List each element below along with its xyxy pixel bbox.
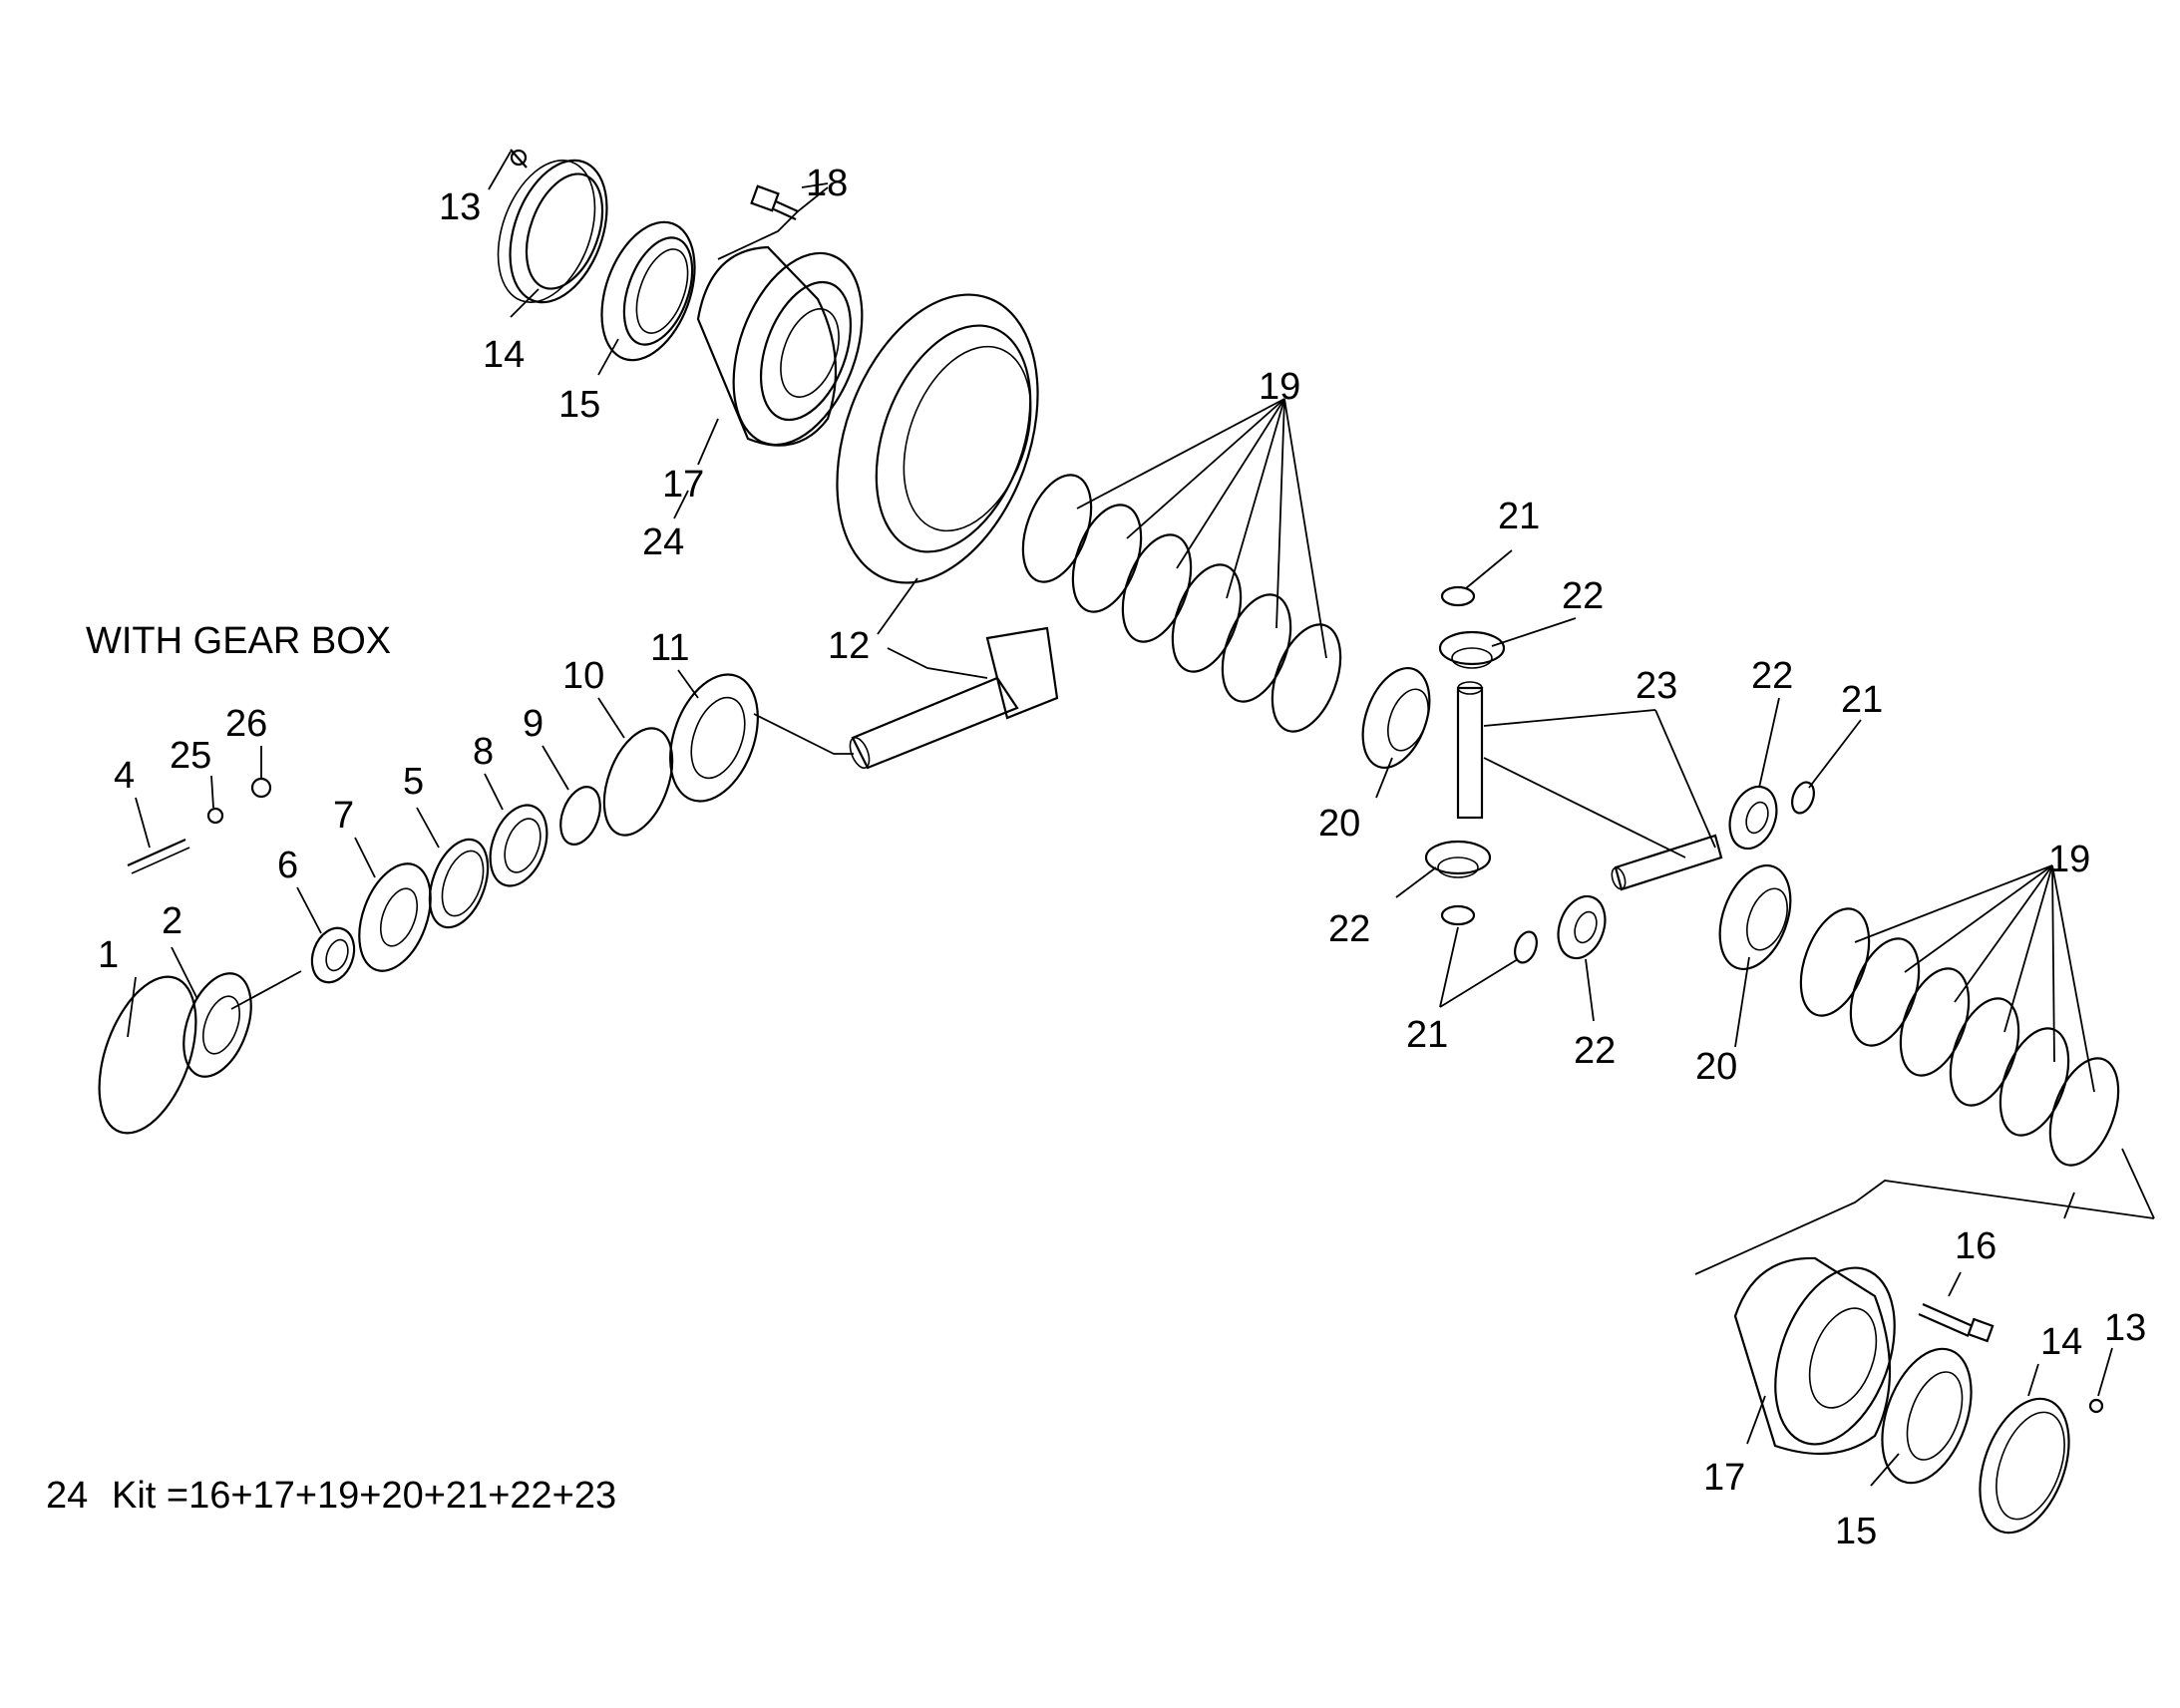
part-13-screw-bottom bbox=[2088, 1398, 2104, 1414]
part-21-washer-right bbox=[1791, 781, 1815, 815]
callout-22-bottom: 22 bbox=[1574, 1030, 1616, 1072]
callout-20-bottom: 20 bbox=[1695, 1046, 1737, 1088]
callout-8: 8 bbox=[473, 731, 494, 773]
callout-18: 18 bbox=[806, 163, 848, 204]
part-12-ring-gear bbox=[836, 293, 1039, 584]
part-15-bearing-top bbox=[600, 220, 696, 362]
callout-14-bottom: 14 bbox=[2040, 1321, 2082, 1363]
callout-13-top: 13 bbox=[439, 186, 481, 228]
part-21-washer-bottom-left bbox=[1440, 904, 1476, 926]
part-23-cross-shaft-horizontal bbox=[1611, 834, 1723, 891]
part-25-nut bbox=[206, 807, 224, 825]
part-19-friction-discs-top bbox=[1021, 474, 1342, 733]
part-8-spacer bbox=[489, 804, 548, 887]
callout-21-bottom: 21 bbox=[1406, 1014, 1448, 1056]
callout-21-right: 21 bbox=[1841, 679, 1883, 721]
callout-5: 5 bbox=[403, 761, 424, 803]
callout-4: 4 bbox=[114, 755, 135, 797]
callout-11: 11 bbox=[650, 627, 689, 669]
callout-10: 10 bbox=[562, 655, 604, 697]
callout-22-right: 22 bbox=[1751, 655, 1793, 697]
part-17-differential-case-top bbox=[696, 245, 864, 447]
part-2-bearing bbox=[182, 972, 252, 1078]
part-7-bearing bbox=[358, 862, 432, 972]
part-16-bolt bbox=[1918, 1302, 1995, 1343]
part-22-pinion-bottom bbox=[1557, 894, 1607, 960]
callout-14-top: 14 bbox=[483, 334, 525, 376]
part-14-adjusting-ring-top bbox=[497, 159, 608, 304]
callout-17-top: 17 bbox=[662, 464, 704, 506]
callout-20-top: 20 bbox=[1318, 803, 1360, 845]
callout-9: 9 bbox=[523, 703, 544, 745]
part-23-cross-shaft-vertical bbox=[1456, 681, 1484, 820]
callout-22-top: 22 bbox=[1562, 575, 1604, 617]
part-10-shim bbox=[602, 727, 674, 837]
part-6-nut bbox=[310, 926, 356, 984]
with-gear-box-note: WITH GEAR BOX bbox=[86, 620, 391, 662]
part-17-differential-case-bottom bbox=[1733, 1256, 1896, 1456]
callout-12: 12 bbox=[828, 625, 870, 667]
callout-13-bottom: 13 bbox=[2104, 1307, 2146, 1349]
callout-17-bottom: 17 bbox=[1703, 1457, 1745, 1499]
part-22-pinion-right bbox=[1728, 785, 1778, 851]
callout-15-top: 15 bbox=[558, 384, 600, 426]
part-14-adjusting-ring-bottom bbox=[1979, 1397, 2070, 1535]
callout-23: 23 bbox=[1635, 665, 1677, 707]
callout-19-top: 19 bbox=[1259, 366, 1300, 408]
part-15-bearing-bottom bbox=[1881, 1347, 1973, 1485]
part-12-pinion-shaft bbox=[849, 626, 1059, 770]
part-13-screw-top bbox=[510, 149, 528, 169]
callout-15-bottom: 15 bbox=[1835, 1511, 1877, 1552]
part-22-pinion-bottom-left bbox=[1424, 840, 1492, 878]
part-20-side-gear-bottom bbox=[1718, 863, 1792, 971]
part-19-friction-discs-bottom bbox=[1799, 907, 2120, 1167]
part-22-pinion-top bbox=[1438, 630, 1506, 669]
callout-1: 1 bbox=[98, 934, 119, 976]
callout-16: 16 bbox=[1955, 1225, 1997, 1267]
part-4-spring bbox=[127, 838, 190, 874]
part-20-side-gear-top bbox=[1361, 666, 1431, 770]
callout-26: 26 bbox=[225, 703, 267, 745]
callout-25: 25 bbox=[170, 735, 211, 777]
callout-19-bottom: 19 bbox=[2048, 839, 2090, 880]
callout-6: 6 bbox=[277, 845, 298, 886]
callout-22-left: 22 bbox=[1328, 908, 1370, 950]
callout-21-top: 21 bbox=[1498, 496, 1540, 537]
part-1-cover-disc bbox=[98, 975, 197, 1135]
leader-lines bbox=[127, 151, 2155, 1487]
kit-note-text: Kit =16+17+19+20+21+22+23 bbox=[112, 1475, 616, 1517]
part-21-washer-bottom bbox=[1514, 930, 1538, 964]
kit-note-number: 24 bbox=[46, 1475, 88, 1517]
callout-2: 2 bbox=[162, 900, 182, 942]
callout-7: 7 bbox=[333, 795, 354, 837]
part-26-nut bbox=[250, 777, 272, 799]
part-9-snap-ring bbox=[559, 786, 601, 846]
callout-24: 24 bbox=[642, 521, 684, 563]
part-5-ring bbox=[428, 838, 490, 929]
part-11-bearing bbox=[669, 673, 759, 803]
part-18-bolt bbox=[750, 184, 799, 221]
part-21-washer-top bbox=[1440, 585, 1476, 607]
